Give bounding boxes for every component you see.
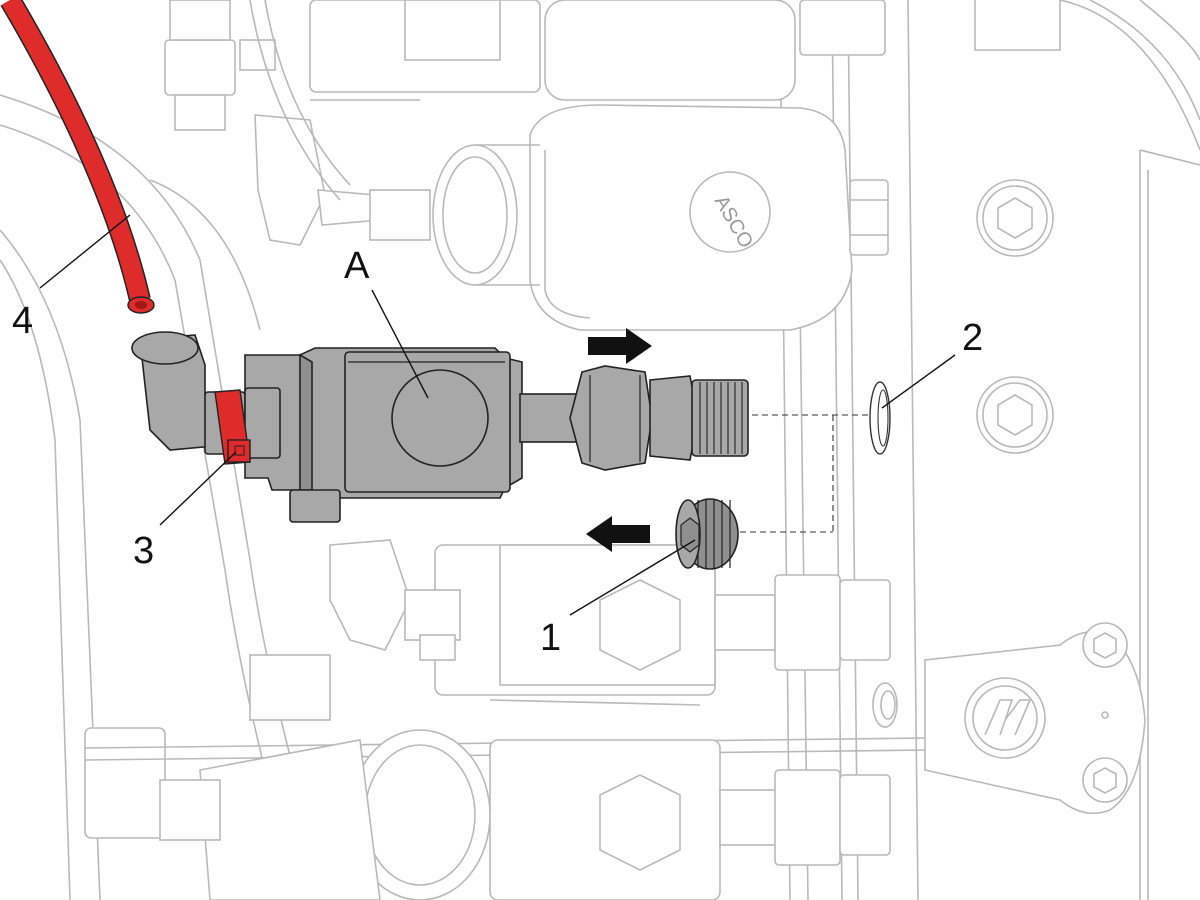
arrow-left-icon <box>586 516 650 552</box>
red-tube <box>0 0 155 314</box>
asco-logo-icon: ASCO <box>689 171 771 253</box>
leader-2 <box>881 354 956 409</box>
valve-assembly <box>131 331 749 523</box>
hex-socket-icon <box>976 376 1054 454</box>
leader-a <box>371 289 429 399</box>
install-path-lines <box>740 414 870 533</box>
callout-4: 4 <box>12 300 33 342</box>
haas-logo-icon <box>964 677 1046 759</box>
leader-4 <box>39 214 131 289</box>
leader-3 <box>159 451 237 526</box>
hex-socket-icon <box>976 179 1054 257</box>
washer <box>869 381 891 455</box>
callout-1: 1 <box>540 617 561 659</box>
callout-3: 3 <box>133 530 154 572</box>
plug <box>675 498 739 570</box>
callout-2: 2 <box>962 317 983 359</box>
arrow-right-icon <box>588 328 652 364</box>
leader-1 <box>569 539 696 616</box>
callout-a: A <box>344 245 370 287</box>
